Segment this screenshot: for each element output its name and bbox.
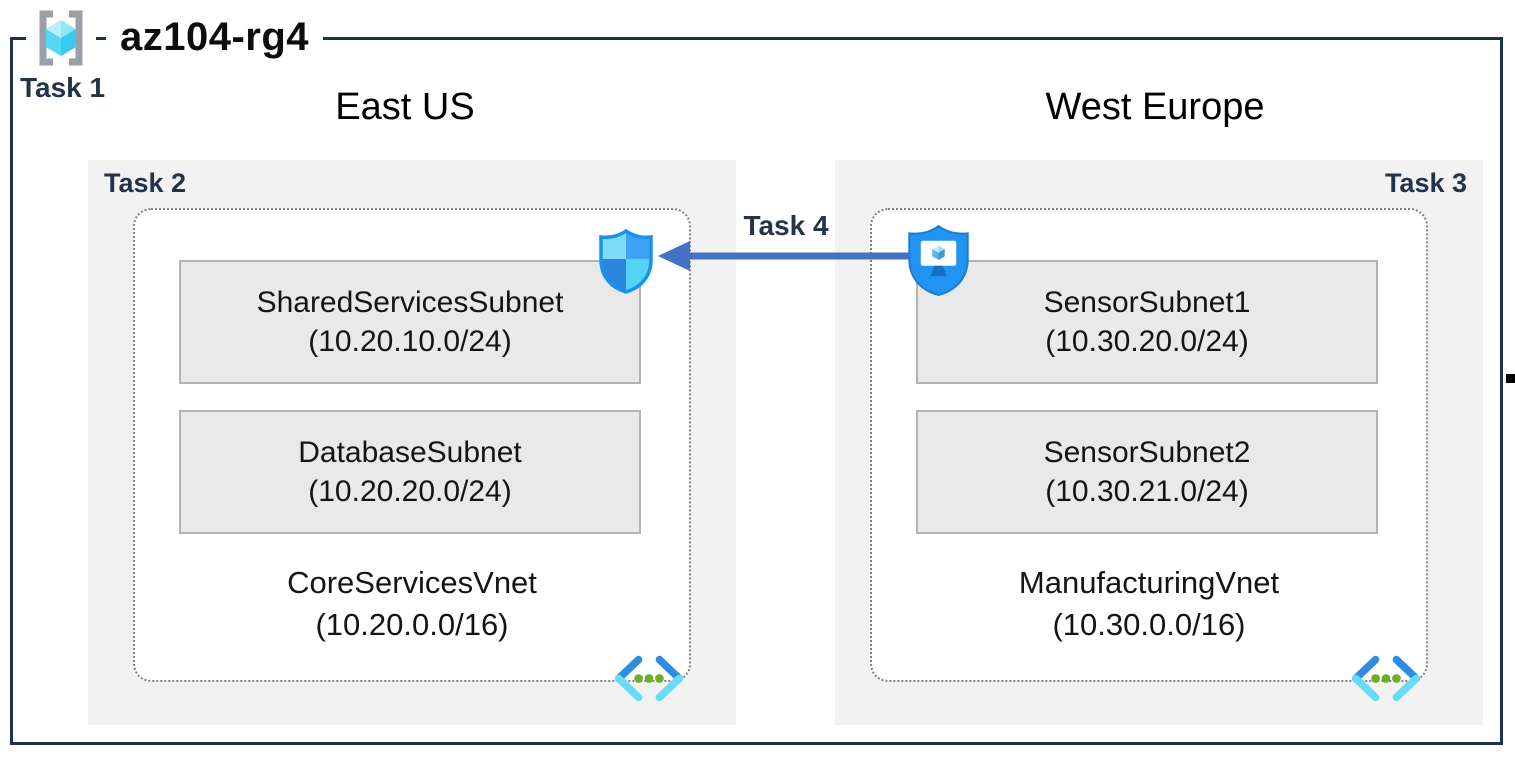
subnet-name: DatabaseSubnet [298, 436, 522, 469]
task1-label: Task 1 [20, 72, 106, 103]
vnet-coreservices: SharedServicesSubnet (10.20.10.0/24) Dat… [133, 208, 691, 702]
vnet-caption: CoreServicesVnet (10.20.0.0/16) [135, 562, 689, 646]
virtual-network-icon [609, 652, 689, 705]
subnet-name: SensorSubnet2 [1043, 436, 1251, 469]
task3-label: Task 3 [1384, 168, 1467, 198]
subnet-sensor2: SensorSubnet2 (10.30.21.0/24) [916, 410, 1378, 534]
region-label-east-us: East US [335, 86, 475, 128]
network-security-group-shield-icon [596, 226, 656, 296]
resource-group-boundary [10, 37, 1503, 745]
vnet-name: ManufacturingVnet [1018, 565, 1280, 601]
subnet-cidr: (10.30.20.0/24) [1045, 325, 1249, 358]
vnet-cidr: (10.30.0.0/16) [1052, 607, 1246, 643]
resource-group-icon [26, 2, 96, 72]
peering-arrow [658, 241, 948, 271]
subnet-cidr: (10.20.20.0/24) [308, 475, 512, 508]
task4-label: Task 4 [743, 210, 829, 241]
subnet-cidr: (10.20.10.0/24) [308, 325, 512, 358]
subnet-name: SensorSubnet1 [1043, 286, 1251, 319]
vnet-cidr: (10.20.0.0/16) [315, 607, 509, 643]
vnet-name: CoreServicesVnet [287, 565, 537, 601]
subnet-sharedservices: SharedServicesSubnet (10.20.10.0/24) [179, 260, 641, 384]
application-security-group-shield-icon [905, 223, 972, 298]
subnet-database: DatabaseSubnet (10.20.20.0/24) [179, 410, 641, 534]
resource-group-header: az104-rg4 [26, 2, 324, 72]
virtual-network-icon [1346, 652, 1426, 705]
subnet-sensor1: SensorSubnet1 (10.30.20.0/24) [916, 260, 1378, 384]
right-edge-tick [1506, 374, 1515, 383]
resource-group-title: az104-rg4 [106, 14, 324, 60]
subnet-cidr: (10.30.21.0/24) [1045, 475, 1249, 508]
vnet-manufacturing: SensorSubnet1 (10.30.20.0/24) SensorSubn… [870, 208, 1428, 702]
task2-label: Task 2 [104, 168, 187, 198]
region-label-west-europe: West Europe [1045, 86, 1265, 128]
subnet-name: SharedServicesSubnet [256, 286, 564, 319]
vnet-caption: ManufacturingVnet (10.30.0.0/16) [872, 562, 1426, 646]
